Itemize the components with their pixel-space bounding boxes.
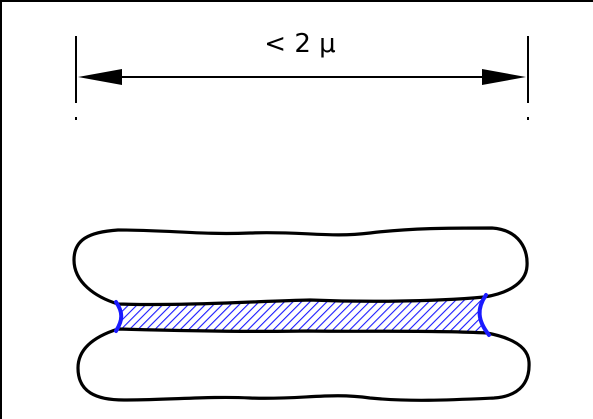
right-arrowhead: [482, 69, 526, 85]
lower-particle-outline: [76, 327, 531, 402]
dimension-label: < 2 μ: [264, 29, 335, 59]
left-extension-tick: [75, 117, 77, 120]
contact-zone-top-edge: [117, 296, 485, 306]
upper-particle-outline: [72, 226, 529, 307]
right-meniscus: [477, 293, 491, 337]
left-meniscus: [114, 300, 124, 333]
contact-zone-hatched: [118, 297, 487, 333]
contact-zone-bottom-edge: [117, 328, 488, 334]
left-arrowhead: [78, 69, 122, 85]
right-extension-tick: [527, 117, 529, 120]
